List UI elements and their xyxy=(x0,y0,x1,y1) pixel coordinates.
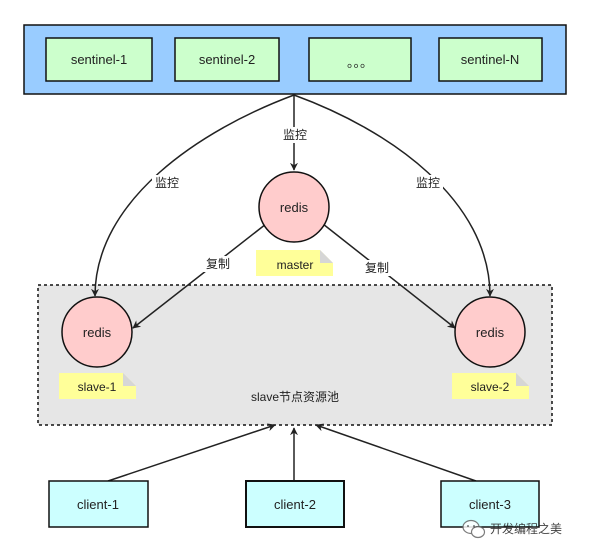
client-1-edge xyxy=(107,423,276,482)
sentinel-node-1-label: sentinel-1 xyxy=(71,52,127,67)
monitor-label-left: 监控 xyxy=(155,176,179,190)
client-3-edge xyxy=(315,423,477,482)
wechat-icon xyxy=(462,519,486,539)
slave-1-redis-node[interactable]: redis xyxy=(61,296,133,368)
client-edges xyxy=(107,423,477,482)
replicate-edges: 复制 复制 xyxy=(132,223,456,329)
sentinel-group: sentinel-1 sentinel-2 。。。 sentinel-N xyxy=(23,24,567,95)
master-tag-label: master xyxy=(277,258,314,272)
replicate-label-left: 复制 xyxy=(206,257,230,271)
slave-2-redis-label: redis xyxy=(476,325,505,340)
slave-1-tag: slave-1 xyxy=(59,373,136,399)
slave-1-tag-label: slave-1 xyxy=(78,380,117,394)
client-1-box[interactable]: client-1 xyxy=(48,480,149,528)
sentinel-node-n-label: sentinel-N xyxy=(461,52,520,67)
client-1-label: client-1 xyxy=(77,497,119,512)
replicate-label-right: 复制 xyxy=(365,261,389,275)
watermark: 开发编程之美 xyxy=(462,519,562,539)
monitor-edge-right xyxy=(293,94,494,297)
sentinel-node-ellipsis-label: 。。。 xyxy=(347,55,373,70)
slave-pool-title: slave节点资源池 xyxy=(251,390,339,404)
master-redis-label: redis xyxy=(280,200,309,215)
monitor-label-right: 监控 xyxy=(416,176,440,190)
sentinel-node-1[interactable]: sentinel-1 xyxy=(45,37,153,82)
client-2-label: client-2 xyxy=(274,497,316,512)
slave-2-redis-node[interactable]: redis xyxy=(454,296,526,368)
slave-1-redis-label: redis xyxy=(83,325,112,340)
master-redis-node[interactable]: redis xyxy=(258,171,330,243)
client-3-box[interactable]: client-3 xyxy=(440,480,540,528)
monitor-edges: 监控 监控 监控 xyxy=(91,94,494,297)
sentinel-node-2-label: sentinel-2 xyxy=(199,52,255,67)
master-tag: master xyxy=(256,250,333,276)
replicate-edge-left xyxy=(132,223,267,329)
sentinel-node-ellipsis[interactable]: 。。。 xyxy=(308,37,412,82)
monitor-label-center: 监控 xyxy=(283,128,307,142)
slave-2-tag: slave-2 xyxy=(452,373,529,399)
client-2-box[interactable]: client-2 xyxy=(245,480,345,528)
client-3-label: client-3 xyxy=(469,497,511,512)
sentinel-node-n[interactable]: sentinel-N xyxy=(438,37,543,82)
sentinel-node-2[interactable]: sentinel-2 xyxy=(174,37,280,82)
watermark-text: 开发编程之美 xyxy=(490,521,562,536)
slave-2-tag-label: slave-2 xyxy=(471,380,510,394)
monitor-edge-left xyxy=(91,94,295,297)
